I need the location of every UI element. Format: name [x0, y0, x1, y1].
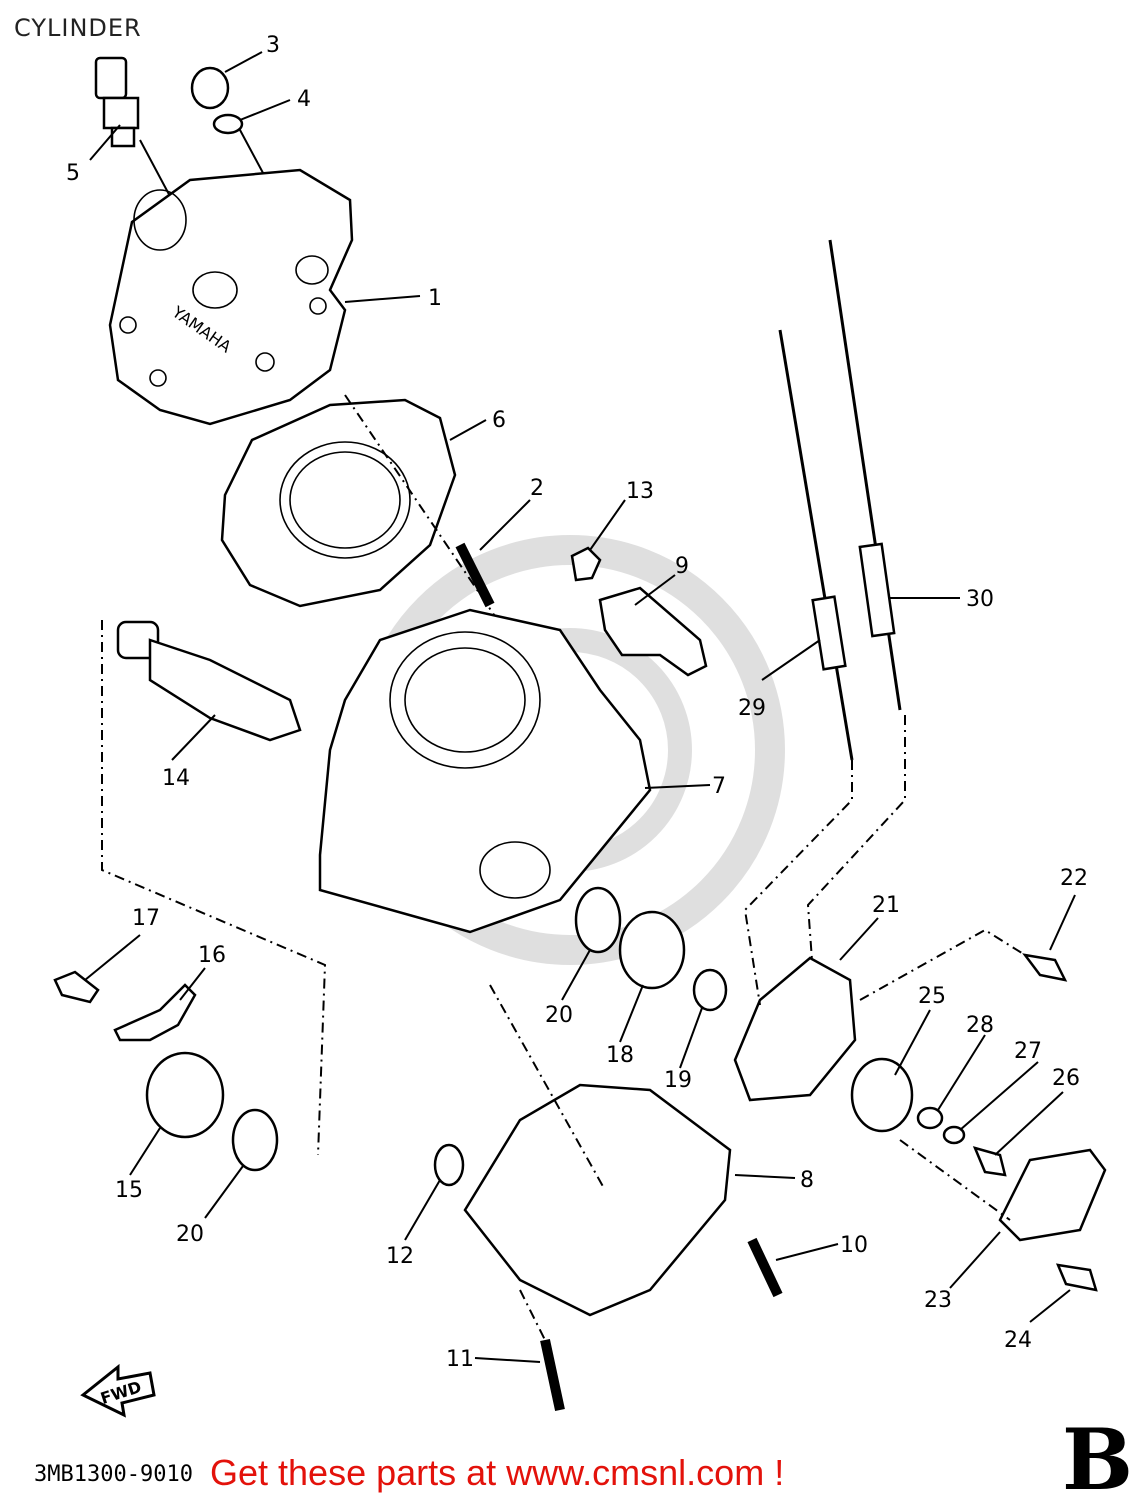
- base-gasket: [463, 1083, 732, 1317]
- spacer: [692, 968, 728, 1012]
- clamp: [113, 983, 197, 1042]
- callout-17: 17: [132, 906, 160, 931]
- nut: [570, 546, 602, 582]
- callout-20-right: 20: [545, 1003, 573, 1028]
- callout-15: 15: [115, 1178, 143, 1203]
- callout-21: 21: [872, 893, 900, 918]
- callout-9: 9: [675, 554, 689, 579]
- cylinder: [318, 608, 652, 934]
- callout-26: 26: [1052, 1066, 1080, 1091]
- callout-7: 7: [712, 774, 726, 799]
- callout-30: 30: [966, 587, 994, 612]
- callout-10: 10: [840, 1233, 868, 1258]
- document-code: 3MB1300-9010: [34, 1462, 193, 1487]
- callout-23: 23: [924, 1288, 952, 1313]
- callout-24: 24: [1004, 1328, 1032, 1353]
- callout-8: 8: [800, 1168, 814, 1193]
- callout-28: 28: [966, 1013, 994, 1038]
- callout-18: 18: [606, 1043, 634, 1068]
- callout-19: 19: [664, 1068, 692, 1093]
- exhaust-joint: [145, 1051, 225, 1139]
- cylinder-head: YAMAHA: [108, 168, 354, 426]
- bolt: [53, 970, 100, 1004]
- screw-24: [1055, 1263, 1098, 1292]
- cable-bracket: [598, 586, 708, 677]
- washer-small: [916, 1106, 944, 1130]
- callout-4: 4: [297, 87, 311, 112]
- screw-22: [1022, 953, 1068, 982]
- gear: [850, 1057, 914, 1133]
- callout-11: 11: [446, 1347, 474, 1372]
- callout-5: 5: [66, 161, 80, 186]
- callout-2: 2: [530, 476, 544, 501]
- dowel: [433, 1143, 465, 1187]
- housing-cover: [998, 1148, 1107, 1242]
- page-title: CYLINDER: [14, 14, 142, 42]
- callout-27: 27: [1014, 1039, 1042, 1064]
- o-ring-left: [231, 1108, 279, 1172]
- callout-14: 14: [162, 766, 190, 791]
- valve-housing: [733, 956, 857, 1102]
- callout-29: 29: [738, 696, 766, 721]
- washer-tiny: [942, 1125, 966, 1145]
- exhaust-sleeve: [618, 910, 686, 990]
- exhaust-valve: [116, 620, 302, 742]
- head-gasket: [220, 398, 457, 608]
- callout-22: 22: [1060, 866, 1088, 891]
- callout-20-left: 20: [176, 1222, 204, 1247]
- page-code: B2: [1062, 1410, 1137, 1509]
- callout-6: 6: [492, 408, 506, 433]
- callout-13: 13: [626, 479, 654, 504]
- forward-arrow-icon: FWD: [80, 1363, 156, 1418]
- callout-12: 12: [386, 1244, 414, 1269]
- washer: [212, 113, 244, 135]
- callout-25: 25: [918, 984, 946, 1009]
- cap-nut: [190, 66, 230, 110]
- callout-16: 16: [198, 943, 226, 968]
- callout-1: 1: [428, 286, 442, 311]
- callout-3: 3: [266, 33, 280, 58]
- bolt-right: [972, 1146, 1007, 1177]
- promo-link[interactable]: Get these parts at www.cmsnl.com !: [210, 1452, 785, 1493]
- o-ring-right: [574, 886, 622, 954]
